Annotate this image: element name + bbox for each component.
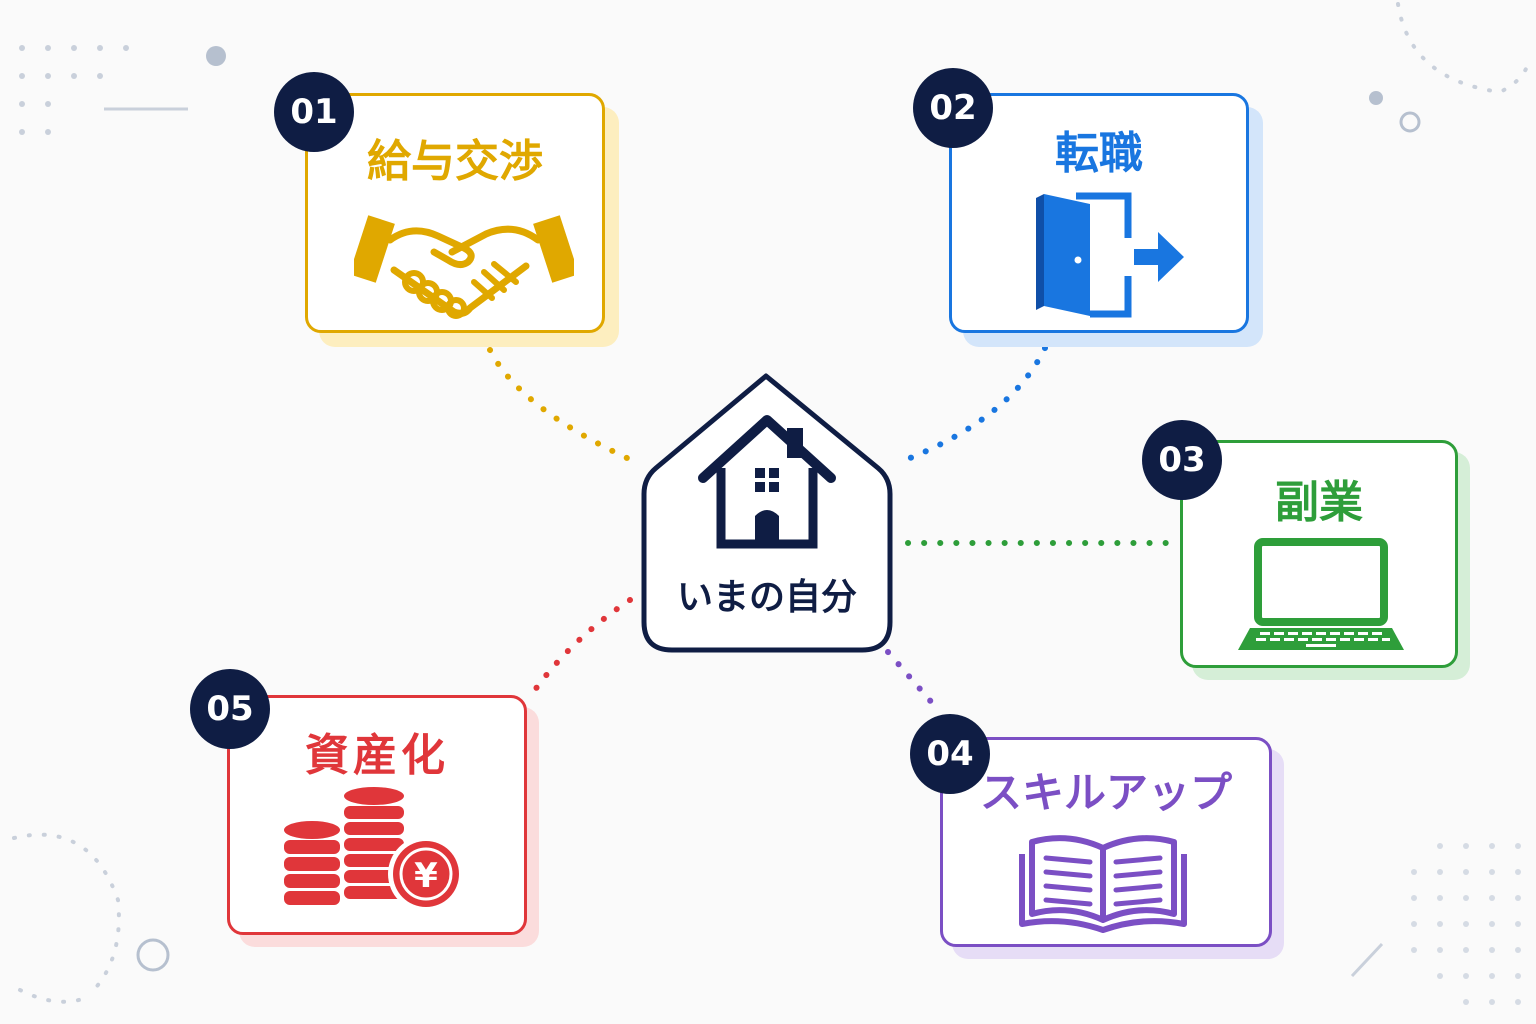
card-title: 給与交渉 [367, 136, 543, 187]
step-badge-05: 05 [190, 669, 270, 749]
card-title: 資産化 [305, 730, 449, 781]
handshake-icon [354, 215, 574, 319]
card-title: 転職 [1055, 128, 1143, 179]
door-exit-icon [1036, 192, 1184, 318]
connector-05 [529, 597, 633, 697]
card-side-job[interactable]: 副業 [1180, 440, 1458, 668]
card-job-change[interactable]: 転職 [949, 93, 1249, 333]
laptop-icon [1238, 538, 1404, 650]
step-badge-01: 01 [274, 72, 354, 152]
card-skill-up[interactable]: スキルアップ [940, 737, 1272, 947]
connector-01 [487, 347, 643, 467]
step-badge-04: 04 [910, 714, 990, 794]
svg-text:¥: ¥ [414, 856, 438, 896]
connector-02 [897, 345, 1048, 465]
card-asset-building[interactable]: 資産化 ¥ [227, 695, 527, 935]
step-badge-03: 03 [1142, 420, 1222, 500]
card-title: スキルアップ [979, 768, 1232, 817]
card-salary-negotiation[interactable]: 給与交渉 [305, 93, 605, 333]
open-book-icon [1019, 835, 1187, 933]
card-title: 副業 [1275, 477, 1363, 528]
yen-coins-icon: ¥ [284, 787, 464, 912]
connector-04 [885, 649, 943, 715]
step-badge-02: 02 [913, 68, 993, 148]
